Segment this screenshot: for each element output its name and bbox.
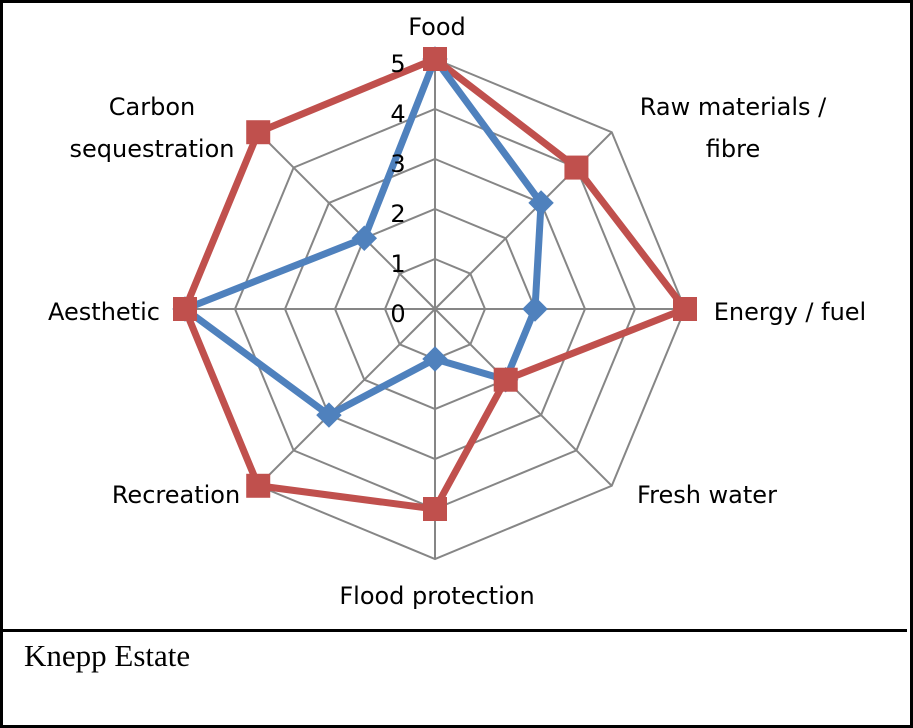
diamond-marker [528, 190, 554, 216]
radial-tick-label: 5 [390, 50, 405, 78]
square-marker [246, 120, 271, 145]
diamond-marker [422, 346, 448, 372]
radial-tick-label: 3 [390, 150, 405, 178]
category-label: Raw materials /fibre [640, 93, 827, 163]
axis-spoke [257, 308, 436, 487]
category-label: Flood protection [339, 582, 534, 610]
figure-caption: Knepp Estate [24, 638, 191, 673]
category-label: Recreation [112, 481, 240, 509]
radial-tick-label: 0 [390, 300, 405, 328]
square-marker [173, 297, 197, 321]
category-label: Fresh water [637, 481, 777, 509]
square-marker [423, 47, 447, 71]
axis-spoke [434, 308, 613, 487]
diamond-marker [351, 225, 378, 252]
square-marker [246, 473, 271, 498]
category-label: Energy / fuel [714, 298, 866, 326]
radial-tick-label: 4 [390, 100, 405, 128]
square-marker [493, 367, 518, 392]
radial-tick-label: 1 [390, 250, 405, 278]
category-label: Food [408, 13, 466, 41]
square-marker [564, 155, 589, 180]
category-label: Aesthetic [48, 298, 160, 326]
square-marker [423, 497, 447, 521]
diamond-marker [522, 296, 548, 322]
diamond-marker [316, 402, 342, 428]
axis-spoke [257, 131, 436, 310]
square-marker [673, 297, 697, 321]
caption-divider [0, 629, 907, 632]
radial-tick-label: 2 [390, 200, 405, 228]
